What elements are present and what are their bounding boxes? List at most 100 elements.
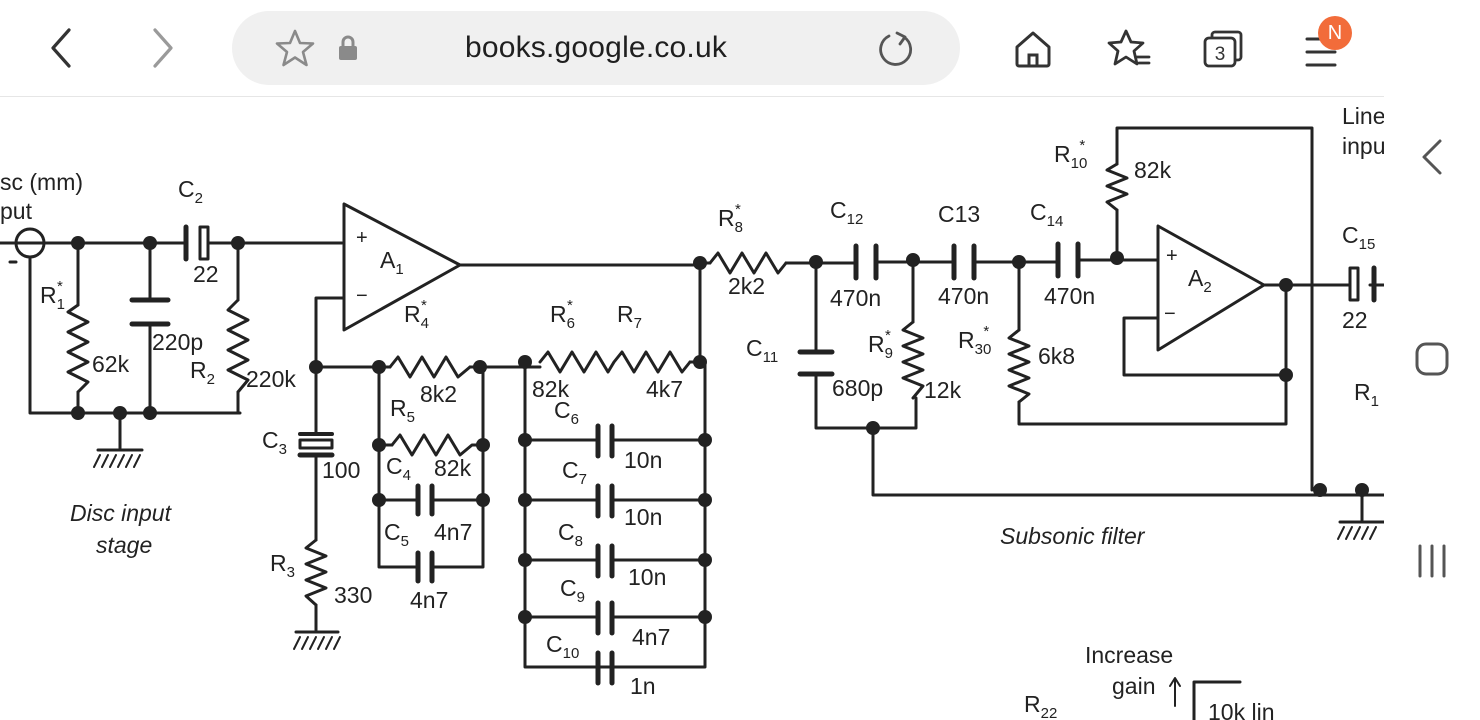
c12-value: 470n — [830, 285, 881, 311]
recents-icon — [1418, 544, 1446, 578]
disc-input-wires — [0, 224, 344, 468]
tabs-icon: 3 — [1203, 30, 1243, 68]
opamp-a2 — [1122, 224, 1384, 720]
a2-minus: − — [1164, 303, 1176, 325]
r6-value: 82k — [532, 376, 570, 402]
a2-plus: + — [1166, 245, 1178, 267]
r1x-label: R1 — [1354, 379, 1379, 410]
c3-label: C3 — [262, 427, 287, 458]
r30-value: 6k8 — [1038, 343, 1075, 369]
c14-label: C14 — [1030, 199, 1063, 230]
c10-label: C10 — [546, 631, 579, 662]
subsonic-filter — [698, 126, 1384, 540]
c11-value: 680p — [832, 375, 883, 401]
a1-plus: + — [356, 227, 368, 249]
disc-stage-label-1: Disc input — [70, 500, 173, 526]
chevron-left-icon — [51, 28, 71, 68]
r8-label: R8* — [718, 201, 743, 236]
c15-value: 22 — [1342, 307, 1368, 333]
disc-input-label-2: put — [0, 198, 33, 224]
r9-label: R9* — [868, 327, 893, 362]
chevron-right-icon — [153, 28, 173, 68]
r2-value: 220k — [246, 366, 296, 392]
c4-value: 4n7 — [434, 519, 472, 545]
reload-button[interactable] — [874, 27, 918, 71]
r30-label: R30* — [958, 323, 991, 358]
c9-label: C9 — [560, 575, 585, 606]
c4-label: C4 — [386, 453, 411, 484]
c2-value: 22 — [193, 261, 219, 287]
subsonic-filter-label: Subsonic filter — [1000, 523, 1146, 549]
feedback-network — [293, 261, 707, 686]
a1-minus: − — [356, 285, 368, 307]
increase-gain-label-2: gain — [1112, 673, 1155, 699]
home-icon — [1415, 342, 1449, 376]
r6-label: R6* — [550, 297, 575, 332]
c2-label: C2 — [178, 176, 203, 207]
c11-label: C11 — [746, 335, 778, 366]
bookmark-star-button[interactable] — [274, 27, 316, 69]
r5-value: 82k — [434, 455, 472, 481]
c7-value: 10n — [624, 504, 662, 530]
lock-icon-wrap — [336, 35, 360, 61]
system-recents-button[interactable] — [1404, 538, 1460, 584]
star-icon — [275, 29, 315, 67]
c3-value: 100 — [322, 457, 360, 483]
c10-value: 1n — [630, 673, 656, 699]
c13-value: 470n — [938, 283, 989, 309]
circuit-schematic: sc (mm) put Disc input stage Subsonic fi… — [0, 103, 1384, 720]
r3-label: R3 — [270, 550, 295, 581]
back-button[interactable] — [36, 22, 88, 74]
line-input-label-2: inpu — [1342, 133, 1384, 159]
back-icon — [1422, 139, 1442, 175]
r10-label: R10* — [1054, 137, 1087, 172]
system-back-button[interactable] — [1404, 134, 1460, 180]
c13-label: C13 — [938, 201, 980, 227]
browser-toolbar: books.google.co.uk 3 N — [0, 0, 1384, 97]
lock-icon — [339, 35, 357, 60]
r22-label: R22 — [1024, 691, 1057, 720]
address-bar[interactable]: books.google.co.uk — [232, 11, 960, 85]
c220-value: 220p — [152, 329, 203, 355]
disc-input-label-1: sc (mm) — [0, 169, 83, 195]
c5-label: C5 — [384, 519, 409, 550]
c9-value: 4n7 — [632, 624, 670, 650]
opamp-a1 — [314, 202, 702, 369]
c5-value: 4n7 — [410, 587, 448, 613]
c12-label: C12 — [830, 197, 863, 228]
home-icon — [1015, 31, 1051, 68]
r7-value: 4k7 — [646, 376, 683, 402]
r3-value: 330 — [334, 582, 372, 608]
r1-label: R1* — [40, 278, 65, 313]
c15-label: C15 — [1342, 222, 1375, 253]
r8-value: 2k2 — [728, 273, 765, 299]
r2-label: R2 — [190, 357, 215, 388]
r7-label: R7 — [617, 301, 642, 332]
r4-value: 8k2 — [420, 381, 457, 407]
a2-label: A2 — [1188, 265, 1212, 296]
schematic-labels: sc (mm) put Disc input stage Subsonic fi… — [0, 103, 1384, 720]
forward-button[interactable] — [136, 22, 188, 74]
pot-value-label: 10k lin — [1208, 699, 1274, 720]
bookmarks-icon — [1107, 29, 1151, 66]
book-page-image[interactable]: sc (mm) put Disc input stage Subsonic fi… — [0, 97, 1384, 720]
tabs-button[interactable]: 3 — [1198, 24, 1248, 74]
c8-label: C8 — [558, 519, 583, 550]
r5-label: R5 — [390, 395, 415, 426]
c6-value: 10n — [624, 447, 662, 473]
r10-value: 82k — [1134, 157, 1172, 183]
a1-label: A1 — [380, 247, 404, 278]
r1-value: 62k — [92, 351, 130, 377]
bookmarks-button[interactable] — [1104, 24, 1154, 74]
line-input-label-1: Line — [1342, 103, 1384, 129]
url-text[interactable]: books.google.co.uk — [464, 31, 728, 64]
menu-notification-badge: N — [1318, 16, 1352, 50]
reload-icon — [879, 31, 913, 66]
c6-label: C6 — [554, 397, 579, 428]
increase-gain-label-1: Increase — [1085, 642, 1173, 668]
c14-value: 470n — [1044, 283, 1095, 309]
home-button[interactable] — [1008, 24, 1058, 74]
r4-label: R4* — [404, 297, 429, 332]
c8-value: 10n — [628, 564, 666, 590]
system-home-button[interactable] — [1404, 336, 1460, 382]
